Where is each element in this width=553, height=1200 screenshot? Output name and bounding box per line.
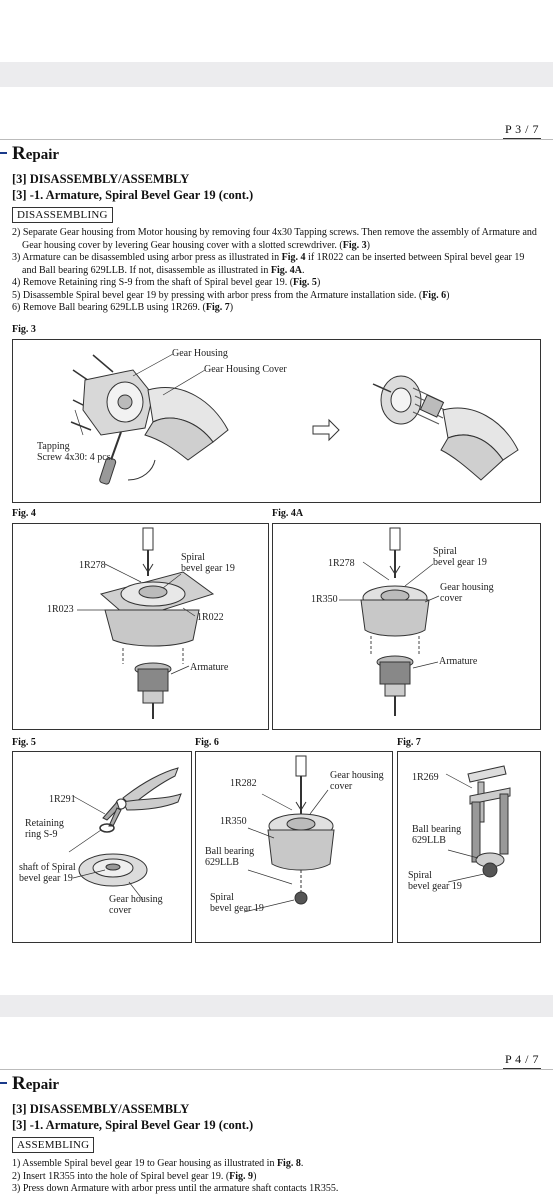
fig7-1r269-label: 1R269 [412, 772, 439, 783]
fig4-drawing [77, 527, 215, 719]
manual-page-3: P 3 / 7 Repair [3] DISASSEMBLY/ASSEMBLY … [0, 87, 553, 995]
fig4a-label: Fig. 4A [272, 508, 304, 519]
header-rule [0, 139, 553, 140]
fig5-drawing [68, 767, 182, 901]
assembling-tag: ASSEMBLING [12, 1137, 95, 1153]
fig4-label: Fig. 4 [12, 508, 36, 519]
step-item: 4) Remove Retaining ring S-9 from the sh… [12, 277, 321, 288]
section-title: [3] DISASSEMBLY/ASSEMBLY [12, 172, 190, 186]
step-item: 2) Insert 1R355 into the hole of Spiral … [12, 1170, 257, 1182]
page-number: P 4 / 7 [502, 1052, 541, 1069]
fig4-1r022-label: 1R022 [197, 612, 224, 623]
fig6-label: Fig. 6 [195, 737, 219, 748]
header-accent [0, 1082, 7, 1084]
fig5-label: Fig. 5 [12, 737, 36, 748]
repair-heading: Repair [12, 143, 60, 164]
step-list: 2) Separate Gear housing from Motor hous… [12, 227, 540, 315]
disassembling-tag: DISASSEMBLING [12, 207, 113, 223]
manual-page-4: P 4 / 7 Repair [3] DISASSEMBLY/ASSEMBLY … [0, 1017, 553, 1200]
previous-page-bottom [0, 0, 553, 62]
step-item: 2) Separate Gear housing from Motor hous… [12, 227, 537, 251]
header-accent [0, 152, 7, 154]
fig5-1r291-label: 1R291 [49, 794, 76, 805]
fig6-1r350-label: 1R350 [220, 816, 247, 827]
fig6-drawing [243, 755, 335, 913]
fig4a-armature-label: Armature [439, 656, 478, 667]
repair-heading: Repair [12, 1073, 60, 1094]
step-item: 1) Assemble Spiral bevel gear 19 to Gear… [12, 1158, 304, 1169]
page-number: P 3 / 7 [502, 122, 541, 139]
subsection-title: [3] -1. Armature, Spiral Bevel Gear 19 (… [12, 1118, 254, 1132]
fig4-armature-label: Armature [190, 662, 229, 673]
fig3-gear-housing-label: Gear Housing [172, 348, 228, 359]
fig3-label: Fig. 3 [12, 324, 36, 335]
step-list: 1) Assemble Spiral bevel gear 19 to Gear… [12, 1158, 540, 1196]
section-title: [3] DISASSEMBLY/ASSEMBLY [12, 1102, 190, 1116]
fig6-1r282-text: 1R282 [230, 778, 257, 789]
fig3-drawing [70, 353, 519, 485]
fig4-1r023-label: 1R023 [47, 604, 74, 615]
header-rule [0, 1069, 553, 1070]
fig7-drawing [445, 765, 511, 883]
fig4a-1r278-label: 1R278 [328, 558, 355, 569]
fig4a-1r350-label: 1R350 [311, 594, 338, 605]
fig7-label: Fig. 7 [397, 737, 421, 748]
fig4-1r278-label: 1R278 [79, 560, 106, 571]
subsection-title: [3] -1. Armature, Spiral Bevel Gear 19 (… [12, 188, 254, 202]
step-item: 3) Armature can be disassembled using ar… [12, 252, 525, 276]
fig3-gear-housing-cover-label: Gear Housing Cover [204, 364, 287, 375]
fig4a-drawing [339, 527, 440, 716]
step-item: 5) Disassemble Spiral bevel gear 19 by p… [12, 289, 450, 301]
step-item: 3) Press down Armature with arbor press … [12, 1183, 339, 1194]
step-item: 6) Remove Ball bearing 629LLB using 1R26… [12, 302, 234, 313]
